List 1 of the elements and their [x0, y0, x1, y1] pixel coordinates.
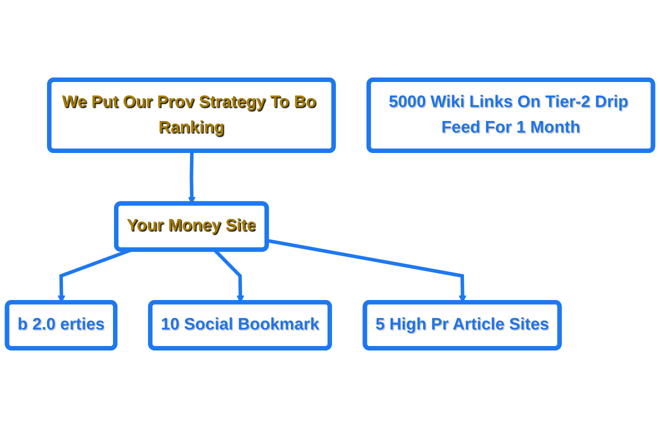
arrow [188, 151, 196, 204]
